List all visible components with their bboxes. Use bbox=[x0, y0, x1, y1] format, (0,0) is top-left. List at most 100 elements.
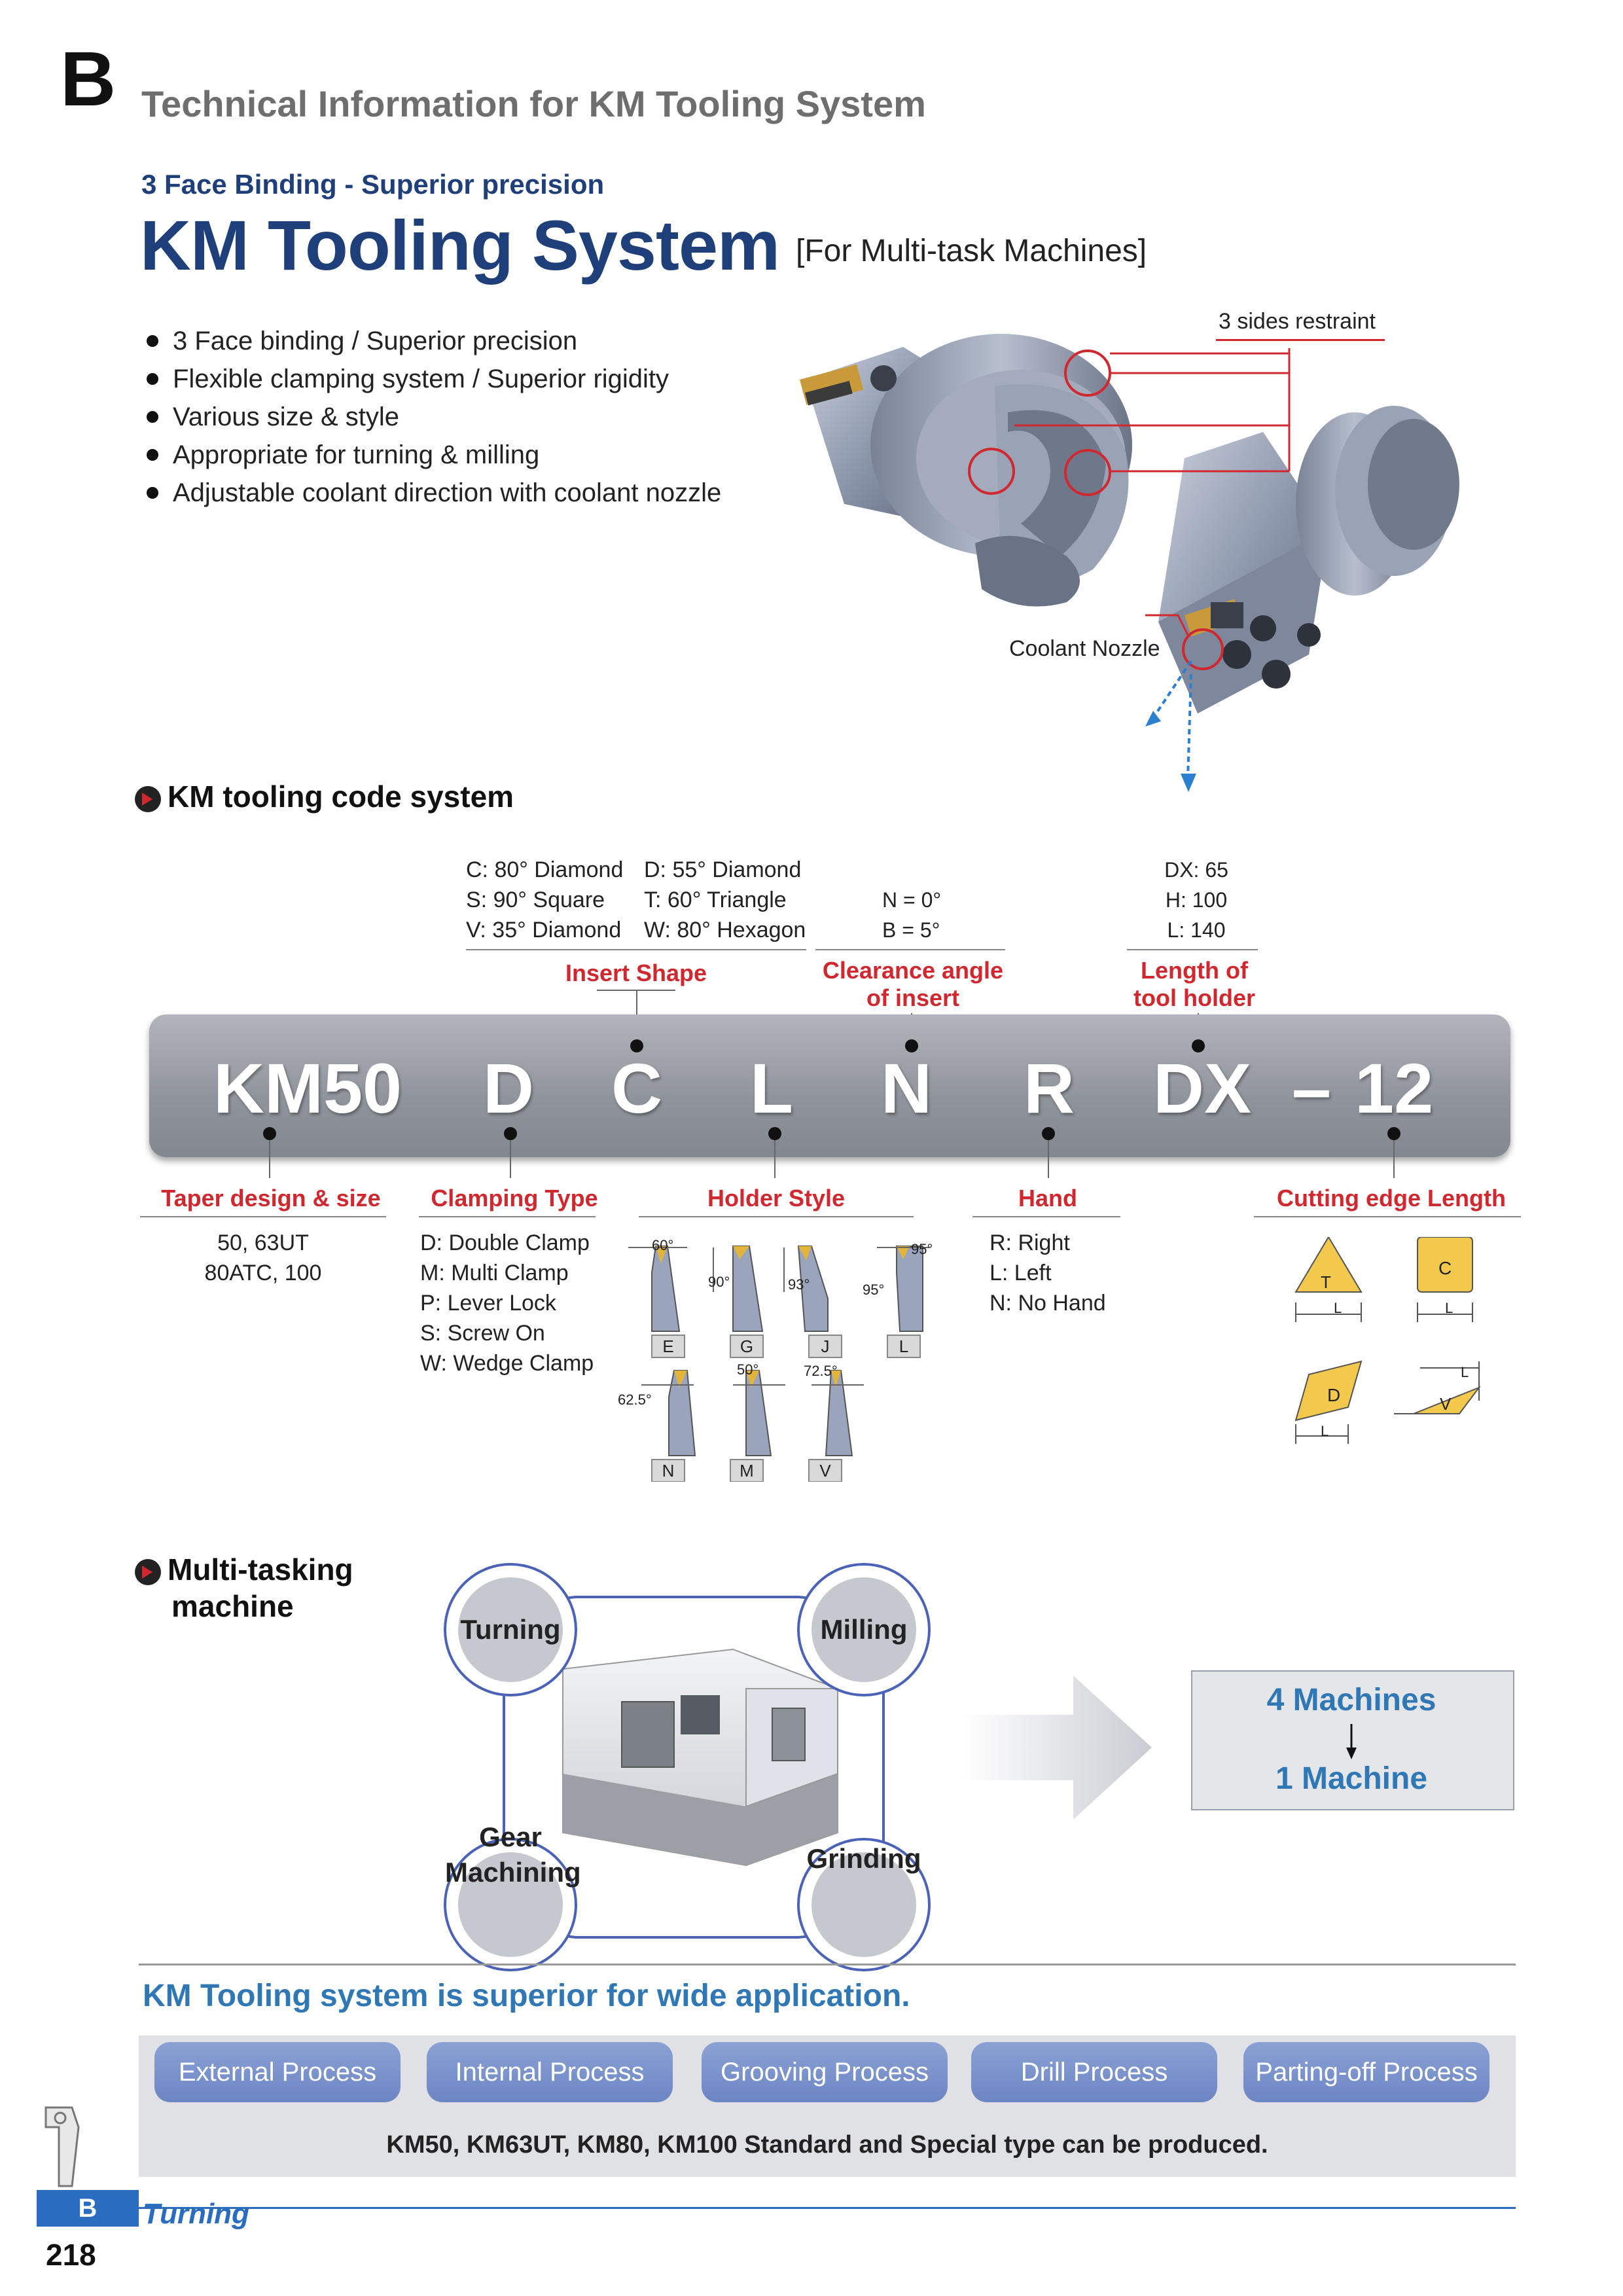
pill-grooving-process: Grooving Process bbox=[702, 2042, 948, 2102]
clamping-values: D: Double Clamp M: Multi Clamp P: Lever … bbox=[420, 1228, 594, 1378]
clamping-value: W: Wedge Clamp bbox=[420, 1351, 594, 1376]
insert-shape-diagrams bbox=[1294, 1237, 1481, 1444]
length-rule bbox=[1127, 949, 1258, 950]
holder-code-v: V bbox=[819, 1461, 831, 1480]
hand-value: N: No Hand bbox=[990, 1291, 1106, 1316]
hand-value: L: Left bbox=[990, 1261, 1052, 1285]
insert-code-c: C bbox=[1438, 1258, 1452, 1278]
multitask-heading: Multi-tasking machine bbox=[135, 1551, 353, 1624]
holder-code-l: L bbox=[899, 1336, 909, 1356]
holder-code-box bbox=[651, 1335, 685, 1358]
clearance-label: Clearance angle of insert bbox=[785, 957, 1041, 1012]
insert-square-shape bbox=[1417, 1237, 1473, 1293]
insert-length-mark: L bbox=[1321, 1423, 1329, 1439]
pill-drill-process: Drill Process bbox=[971, 2042, 1217, 2102]
length-options: DX: 65 H: 100 L: 140 bbox=[1164, 855, 1229, 945]
holder-code-g: G bbox=[740, 1336, 754, 1356]
turning-tool-icon bbox=[45, 2106, 80, 2187]
holder-v-shape bbox=[825, 1370, 853, 1456]
clamping-label: Clamping Type bbox=[431, 1185, 598, 1211]
length-label-line: tool holder bbox=[1133, 984, 1255, 1011]
restraint-label-rule bbox=[1216, 339, 1385, 341]
code-bar bbox=[149, 1014, 1510, 1157]
insert-shape-option: S: 90° Square bbox=[466, 888, 605, 912]
feature-item: Flexible clamping system / Superior rigi… bbox=[143, 360, 721, 398]
multitask-heading-line: Multi-tasking bbox=[168, 1552, 353, 1587]
code-marker-dot bbox=[768, 1127, 781, 1140]
hand-rule bbox=[972, 1216, 1120, 1217]
feature-item: Appropriate for turning & milling bbox=[143, 436, 721, 474]
code-part-edge-length: 12 bbox=[1355, 1049, 1434, 1128]
holder-j-angle: 93° bbox=[788, 1276, 810, 1293]
process-milling: Milling bbox=[820, 1614, 908, 1645]
taper-value: 80ATC, 100 bbox=[204, 1261, 322, 1285]
coolant-nozzle-label: Coolant Nozzle bbox=[1009, 636, 1160, 661]
milling-bubble bbox=[812, 1577, 916, 1682]
main-title: KM Tooling System bbox=[140, 206, 780, 285]
holder-code-box bbox=[887, 1335, 921, 1358]
page-number: 218 bbox=[46, 2238, 96, 2272]
insert-shape-option: T: 60° Triangle bbox=[644, 888, 787, 912]
multitask-diagram bbox=[444, 1563, 931, 1971]
cutting-edge-label: Cutting edge Length bbox=[1277, 1185, 1506, 1211]
holder-style-rule bbox=[639, 1216, 914, 1217]
clamping-value: S: Screw On bbox=[420, 1321, 545, 1346]
nozzle-marker bbox=[1182, 628, 1224, 670]
restraint-marker-3 bbox=[1064, 449, 1111, 496]
insert-shape-label: Insert Shape bbox=[565, 960, 707, 986]
taper-values: 50, 63UT 80ATC, 100 bbox=[140, 1228, 386, 1288]
feature-item: 3 Face binding / Superior precision bbox=[143, 322, 721, 360]
pill-parting-off-process: Parting-off Process bbox=[1243, 2042, 1489, 2102]
holder-code-j: J bbox=[821, 1336, 830, 1356]
length-label-line: Length of bbox=[1141, 957, 1248, 984]
turning-bubble bbox=[458, 1577, 563, 1682]
hand-value: R: Right bbox=[990, 1230, 1070, 1255]
length-option: DX: 65 bbox=[1164, 858, 1228, 882]
code-part-clearance: N bbox=[881, 1049, 932, 1128]
upper-tool bbox=[800, 334, 1132, 607]
application-title: KM Tooling system is superior for wide a… bbox=[143, 1979, 910, 2013]
connector-line bbox=[597, 990, 675, 991]
length-label: Length of tool holder bbox=[1099, 957, 1289, 1012]
connector-line bbox=[1393, 1140, 1395, 1178]
insert-diamond-shape bbox=[1294, 1360, 1363, 1422]
code-marker-dot bbox=[504, 1127, 517, 1140]
restraint-label: 3 sides restraint bbox=[1219, 309, 1376, 334]
insert-triangle-shape bbox=[1294, 1237, 1363, 1293]
taper-value: 50, 63UT bbox=[217, 1230, 309, 1255]
holder-code-m: M bbox=[740, 1461, 754, 1480]
insert-length-mark: L bbox=[1461, 1364, 1469, 1380]
process-gear-machining: Gear Machining bbox=[445, 1820, 581, 1890]
holder-code-n: N bbox=[662, 1461, 675, 1480]
lower-tool bbox=[1158, 406, 1459, 713]
code-part-dash: – bbox=[1292, 1049, 1332, 1128]
connector-line bbox=[1048, 1140, 1049, 1178]
holder-code-box bbox=[808, 1335, 842, 1358]
insert-shape-rule bbox=[466, 949, 806, 950]
code-part-hand: R bbox=[1024, 1049, 1075, 1128]
footer-tab-letter: B bbox=[37, 2190, 139, 2227]
result-box bbox=[1191, 1670, 1514, 1810]
hand-values: R: Right L: Left N: No Hand bbox=[990, 1228, 1106, 1318]
clamping-value: P: Lever Lock bbox=[420, 1291, 556, 1316]
insert-code-t: T bbox=[1321, 1272, 1331, 1292]
insert-shape-option: C: 80° Diamond bbox=[466, 857, 624, 882]
holder-m-angle: 50° bbox=[737, 1361, 759, 1378]
insert-length-mark: L bbox=[1334, 1300, 1342, 1316]
connector-line bbox=[269, 1140, 270, 1178]
holder-e-angle: 60° bbox=[652, 1237, 674, 1253]
clearance-option: N = 0° bbox=[882, 888, 942, 912]
clearance-label-line: Clearance angle bbox=[822, 957, 1004, 984]
application-rule bbox=[139, 1964, 1516, 1965]
holder-code-box bbox=[730, 1459, 764, 1482]
section-arrow-icon bbox=[135, 785, 161, 812]
insert-code-d: D bbox=[1327, 1385, 1341, 1405]
holder-code-box bbox=[651, 1459, 685, 1482]
process-grinding: Grinding bbox=[806, 1843, 921, 1874]
clearance-options: N = 0° B = 5° bbox=[882, 885, 941, 945]
taper-rule bbox=[140, 1216, 386, 1217]
footer-rule bbox=[139, 2207, 1516, 2209]
clearance-rule bbox=[815, 949, 1005, 950]
insert-length-mark: L bbox=[1445, 1300, 1454, 1316]
holder-code-box bbox=[808, 1459, 842, 1482]
